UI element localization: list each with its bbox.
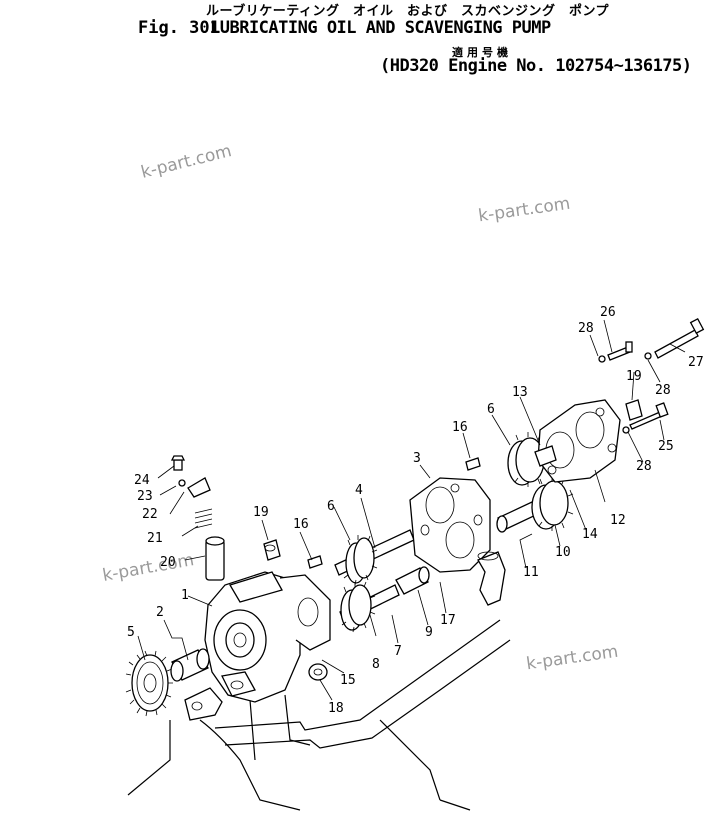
callout-9: 9	[425, 625, 433, 640]
model-label-jp: 適用号機	[452, 46, 512, 59]
scavenge-gear-lower	[496, 476, 574, 533]
callout-26: 26	[600, 305, 616, 320]
idler-gear-shaft	[339, 581, 400, 633]
callout-4: 4	[355, 483, 363, 498]
callout-18: 18	[328, 701, 344, 716]
callout-13: 13	[512, 385, 528, 400]
callout-17: 17	[440, 613, 456, 628]
callout-5: 5	[127, 625, 135, 640]
callout-11: 11	[523, 565, 539, 580]
bolts-washers	[598, 317, 705, 434]
callout-22: 22	[142, 507, 158, 522]
callout-12: 12	[610, 513, 626, 528]
callout-14: 14	[582, 527, 598, 542]
drive-gear	[125, 650, 173, 717]
callout-2: 2	[156, 605, 164, 620]
bushing-small	[395, 566, 430, 595]
scavenge-gear-upper	[507, 432, 550, 487]
callout-16a: 16	[293, 517, 309, 532]
callout-3: 3	[413, 451, 421, 466]
callout-6a: 6	[327, 499, 335, 514]
model-range: (HD320 Engine No. 102754~136175)	[380, 56, 692, 76]
pump-body	[184, 571, 331, 721]
callout-20: 20	[160, 555, 176, 570]
scavenging-pump-case	[409, 477, 491, 573]
callout-19b: 19	[626, 369, 642, 384]
callout-numbers: 1 2 3 4 5 6 6 7 8 9 10 11 12 13 14 15 16…	[127, 305, 704, 716]
leader-lines	[137, 319, 686, 701]
plug	[263, 539, 281, 561]
callout-21: 21	[147, 531, 163, 546]
callout-6b: 6	[487, 402, 495, 417]
figure-number: Fig. 301	[138, 18, 220, 38]
callout-28b: 28	[655, 383, 671, 398]
callout-24: 24	[134, 473, 150, 488]
relief-valve-parts	[170, 455, 225, 581]
callout-1: 1	[181, 588, 189, 603]
pump-cover	[534, 399, 621, 483]
callout-8: 8	[372, 657, 380, 672]
japanese-subtitle: ルーブリケーティング オイル および スカベンジング ポンプ	[206, 4, 610, 19]
bushing	[170, 648, 210, 682]
figure-title: LUBRICATING OIL AND SCAVENGING PUMP	[210, 18, 551, 38]
plug-right	[625, 399, 643, 421]
callout-10: 10	[555, 545, 571, 560]
small-gear	[308, 663, 328, 681]
callout-25: 25	[658, 439, 674, 454]
callout-7: 7	[394, 644, 402, 659]
callout-27: 27	[688, 355, 704, 370]
callout-23: 23	[137, 489, 153, 504]
callout-19a: 19	[253, 505, 269, 520]
engine-outline	[127, 619, 511, 811]
callout-15: 15	[340, 673, 356, 688]
callout-16b: 16	[452, 420, 468, 435]
callout-28c: 28	[636, 459, 652, 474]
callout-28a: 28	[578, 321, 594, 336]
elbow-fitting	[477, 551, 506, 606]
